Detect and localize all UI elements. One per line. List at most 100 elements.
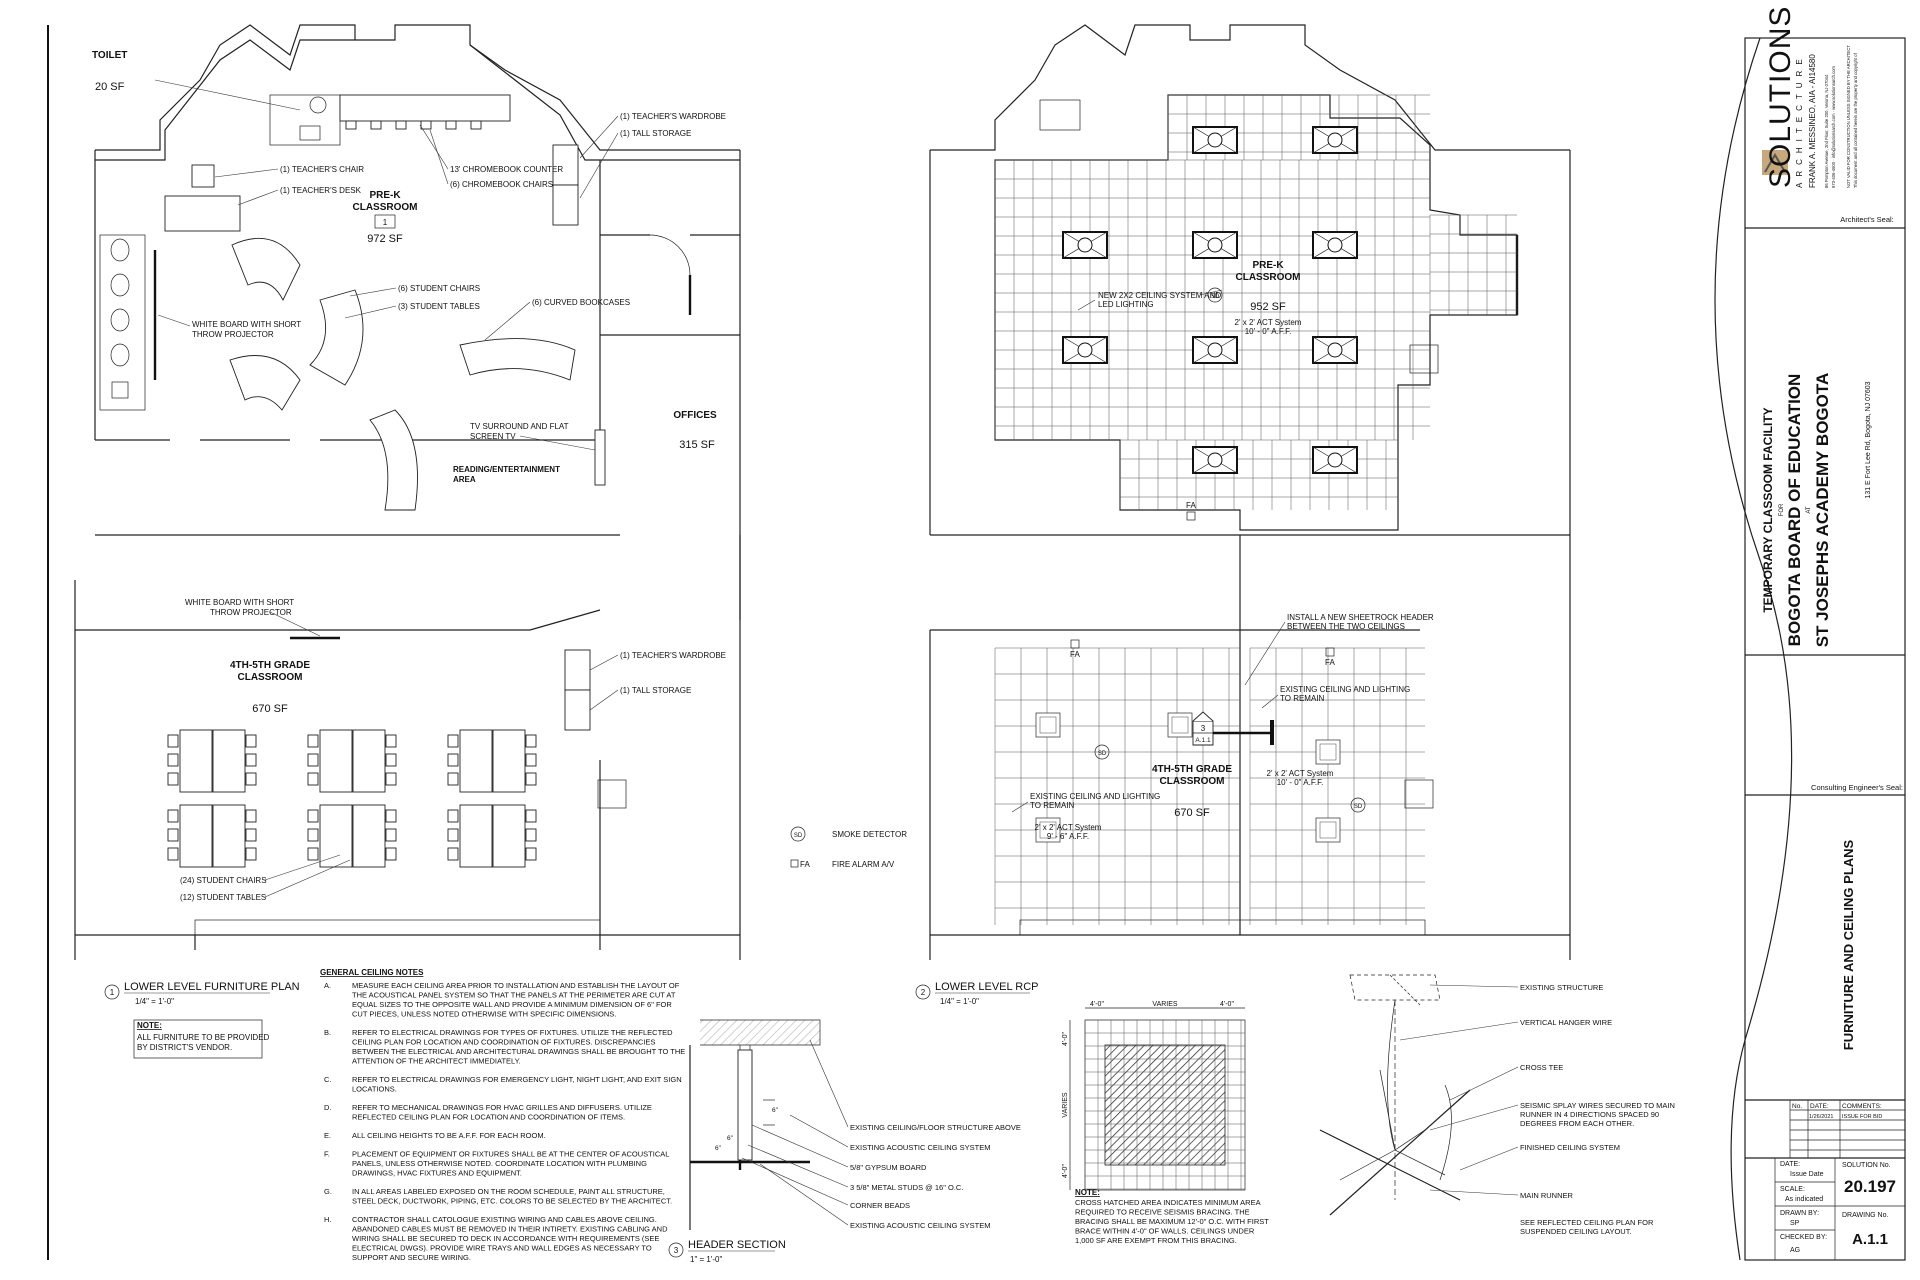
rcp-act-left-line1: 2' x 2' ACT System xyxy=(1035,823,1102,832)
header-dim-3: 6" xyxy=(727,1135,734,1142)
prek-area: 972 SF xyxy=(367,233,403,245)
reading-area-line2: AREA xyxy=(453,475,476,484)
student-table xyxy=(492,804,526,868)
seismic-label: VERTICAL HANGER WIRE xyxy=(1520,1018,1612,1027)
bracing-dim-right: 4'-0" xyxy=(1220,1001,1234,1008)
rcp-existing-right-line2: TO REMAIN xyxy=(1280,694,1325,703)
existing-light-fixture xyxy=(1035,817,1061,843)
student-chair xyxy=(385,753,397,767)
rcp-prek-line2: CLASSROOM xyxy=(1236,272,1301,283)
offices-area: 315 SF xyxy=(679,439,715,451)
seismic-detail-labels: EXISTING STRUCTURE VERTICAL HANGER WIRE CR… xyxy=(1399,983,1675,1236)
ceiling-note-line: IN ALL AREAS LABELED EXPOSED ON THE ROOM… xyxy=(352,1187,665,1196)
callout-tv-line2: SCREEN TV xyxy=(470,432,516,441)
student-table xyxy=(352,729,386,793)
callout-whiteboard-line1: WHITE BOARD WITH SHORT xyxy=(192,320,301,329)
project-line3: ST JOSEPHS ACADEMY BOGOTA xyxy=(1813,373,1832,648)
led-light-fixture xyxy=(1062,231,1108,259)
legend-sd-symbol: SD xyxy=(794,833,803,839)
student-chair xyxy=(307,734,319,748)
drawn-by-label: DRAWN BY: xyxy=(1780,1210,1819,1217)
general-ceiling-notes: GENERAL CEILING NOTES A.MEASURE EACH CEI… xyxy=(320,968,685,1262)
ceiling-note-line: BETWEEN THE ELECTRICAL AND ARCHITECTURAL… xyxy=(352,1047,685,1056)
toilet-area: 20 SF xyxy=(95,81,125,93)
section-tag-number: 3 xyxy=(1201,724,1206,733)
led-light-fixture xyxy=(1192,126,1238,154)
ceiling-note-letter: G. xyxy=(324,1187,332,1196)
grade-area: 670 SF xyxy=(252,703,288,715)
ceiling-note-line: ABANDONED CABLES MUST BE REMOVED IN THEI… xyxy=(352,1225,668,1234)
student-table xyxy=(492,729,526,793)
rcp-prek-sd: SD xyxy=(1211,294,1220,300)
led-light-fixture xyxy=(1312,126,1358,154)
solution-value: 20.197 xyxy=(1844,1177,1896,1196)
student-table xyxy=(459,729,493,793)
bracing-dim-side-top: 4'-0" xyxy=(1062,1031,1069,1045)
project-for: FOR xyxy=(1779,503,1785,516)
callout-whiteboard2-line2: THROW PROJECTOR xyxy=(210,608,292,617)
bracing-note-line: CROSS HATCHED AREA INDICATES MINIMUM ARE… xyxy=(1075,1198,1261,1207)
ceiling-note-line: STEEL DECK, DUCTWORK, PIPING, ETC. COLOR… xyxy=(352,1197,672,1206)
drawing-no-label: DRAWING No. xyxy=(1842,1212,1888,1219)
symbol-legend: SD SMOKE DETECTOR FA FIRE ALARM A/V xyxy=(790,826,907,869)
project-line2: BOGOTA BOARD OF EDUCATION xyxy=(1785,374,1804,647)
ceiling-note-line: REFER TO MECHANICAL DRAWINGS FOR HVAC GR… xyxy=(352,1103,652,1112)
rcp-sd-1: SD xyxy=(1098,751,1107,757)
ceiling-note-letter: B. xyxy=(324,1028,331,1037)
ceiling-note-line: REFER TO ELECTRICAL DRAWINGS FOR EMERGEN… xyxy=(352,1075,682,1084)
seismic-label: SEISMIC SPLAY WIRES SECURED TO MAIN xyxy=(1520,1101,1675,1110)
grade-name-line1: 4TH-5TH GRADE xyxy=(230,660,310,671)
header-dim-1: 6" xyxy=(772,1107,779,1114)
student-chair xyxy=(385,772,397,786)
bracing-note-line: BRACING SHALL BE MAXIMUM 12'-0" O.C. WIT… xyxy=(1075,1217,1269,1226)
leader-line xyxy=(1459,1146,1519,1171)
rcp-prek-area: 952 SF xyxy=(1250,301,1286,313)
grade-name-line2: CLASSROOM xyxy=(238,672,303,683)
student-table xyxy=(212,729,246,793)
rcp-existing-left-line1: EXISTING CEILING AND LIGHTING xyxy=(1030,792,1160,801)
student-chair xyxy=(447,847,459,861)
ceiling-note-letter: D. xyxy=(324,1103,332,1112)
reading-area-line1: READING/ENTERTAINMENT xyxy=(453,465,560,474)
plan2-title-number: 2 xyxy=(921,988,926,997)
project-address: 131 E Fort Lee Rd, Bogota, NJ 07603 xyxy=(1865,381,1872,498)
seismic-label: EXISTING STRUCTURE xyxy=(1520,983,1603,992)
plan1-title: LOWER LEVEL FURNITURE PLAN xyxy=(124,981,300,993)
student-table xyxy=(319,729,353,793)
ceiling-note-letter: C. xyxy=(324,1075,332,1084)
student-chair xyxy=(447,809,459,823)
callout-student-tables-12: (12) STUDENT TABLES xyxy=(180,893,266,902)
rcp-prek-act-line2: 10' - 0" A.F.F. xyxy=(1245,327,1292,336)
header-section-label: 3 5/8" METAL STUDS @ 16" O.C. xyxy=(850,1183,963,1192)
seismic-label: MAIN RUNNER xyxy=(1520,1191,1574,1200)
student-chair xyxy=(167,809,179,823)
student-chair xyxy=(245,809,257,823)
callout-teachers-desk: (1) TEACHER'S DESK xyxy=(280,186,362,195)
drawing-no-value: A.1.1 xyxy=(1852,1231,1888,1248)
callout-tall-storage-2: (1) TALL STORAGE xyxy=(620,686,691,695)
rcp-fa-2: FA xyxy=(1325,658,1335,667)
ceiling-note-line: ATTENTION OF THE ARCHITECT IMMEDIATELY. xyxy=(352,1057,521,1066)
bracing-dim-side-mid: VARIES xyxy=(1062,1092,1069,1117)
leader-line xyxy=(741,1157,849,1206)
student-chair xyxy=(385,828,397,842)
student-table xyxy=(319,804,353,868)
led-light-fixture xyxy=(1312,231,1358,259)
student-chair xyxy=(447,772,459,786)
led-light-fixture xyxy=(1192,336,1238,364)
offices-name: OFFICES xyxy=(673,410,717,421)
led-light-fixture xyxy=(1192,446,1238,474)
bracing-note-line: 1,000 SF ARE EXEMPT FROM THIS BRACING. xyxy=(1075,1236,1237,1245)
rcp-new-ceiling-line2: LED LIGHTING xyxy=(1098,300,1154,309)
ceiling-note-line: PANELS, UNLESS OTHERWISE NOTED. COORDINA… xyxy=(352,1159,647,1168)
bracing-dim-side-bottom: 4'-0" xyxy=(1062,1164,1069,1178)
callout-whiteboard-line2: THROW PROJECTOR xyxy=(192,330,274,339)
seismic-label: CROSS TEE xyxy=(1520,1063,1563,1072)
revision-table: No. DATE: COMMENTS: 1/26/2021 ISSUE FOR … xyxy=(1789,1100,1905,1158)
seismic-label: SEE REFLECTED CEILING PLAN FOR xyxy=(1520,1218,1654,1227)
disclaimer-2: This document and all contained herein a… xyxy=(1853,52,1858,188)
firm-address-2: 973-406-4600 · info@solutionsarch.com · … xyxy=(1831,65,1836,188)
drawn-by-value: SP xyxy=(1790,1220,1800,1227)
rcp-new-ceiling-line1: NEW 2X2 CEILING SYSTEM AND xyxy=(1098,291,1221,300)
